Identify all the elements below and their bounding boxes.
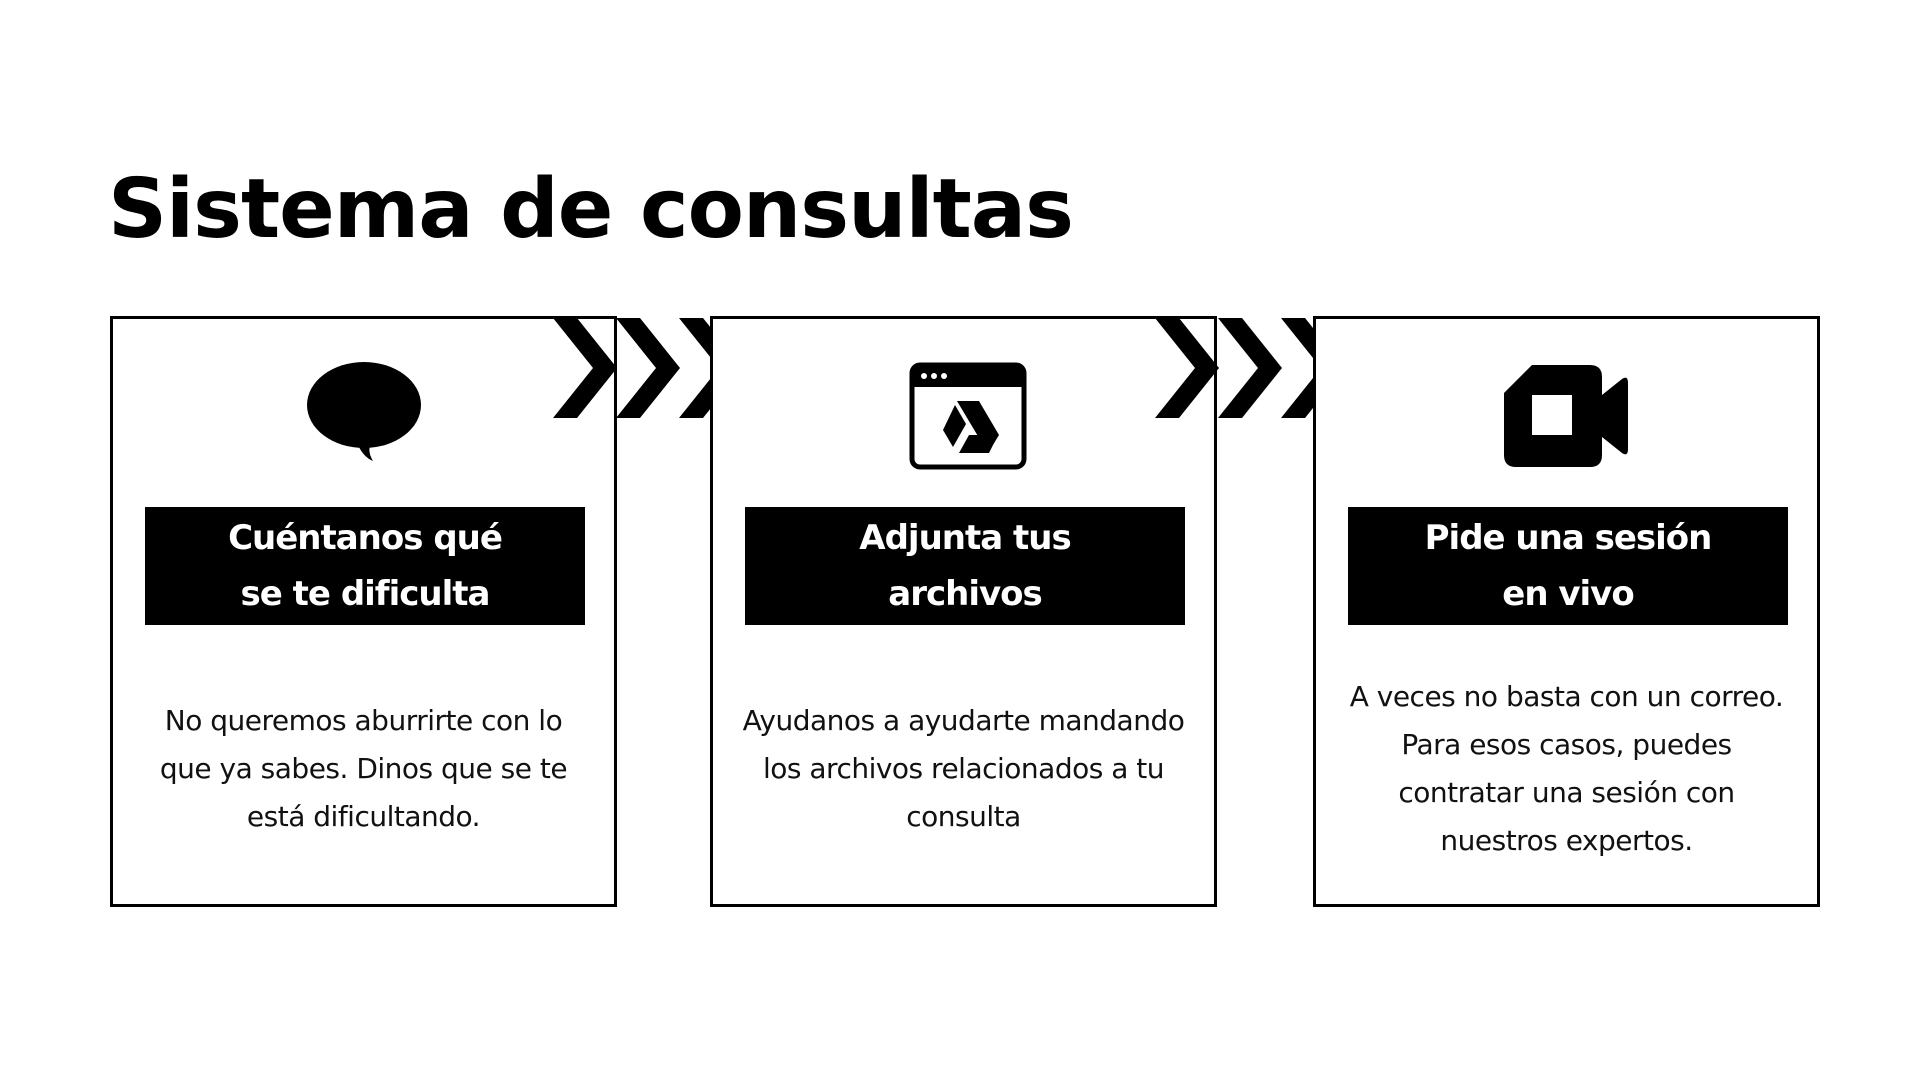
step-card-3: Pide una sesión en vivo A veces no basta… xyxy=(1313,316,1820,907)
page-title: Sistema de consultas xyxy=(108,162,1074,257)
speech-bubble-icon xyxy=(299,357,429,475)
step-description: A veces no basta con un correo. Para eso… xyxy=(1349,680,1784,857)
step-description: No queremos aburrirte con lo que ya sabe… xyxy=(159,704,568,833)
step-description: Ayudanos a ayudarte mandando los archivo… xyxy=(742,704,1185,833)
step-label: Pide una sesión en vivo xyxy=(1348,507,1788,625)
step-card-1: Cuéntanos qué se te dificulta No queremo… xyxy=(110,316,617,907)
step-label: Cuéntanos qué se te dificulta xyxy=(145,507,585,625)
video-camera-icon xyxy=(1502,357,1632,475)
step-label: Adjunta tus archivos xyxy=(745,507,1185,625)
step-card-2: Adjunta tus archivos Ayudanos a ayudarte… xyxy=(710,316,1217,907)
drive-window-icon xyxy=(899,357,1029,475)
